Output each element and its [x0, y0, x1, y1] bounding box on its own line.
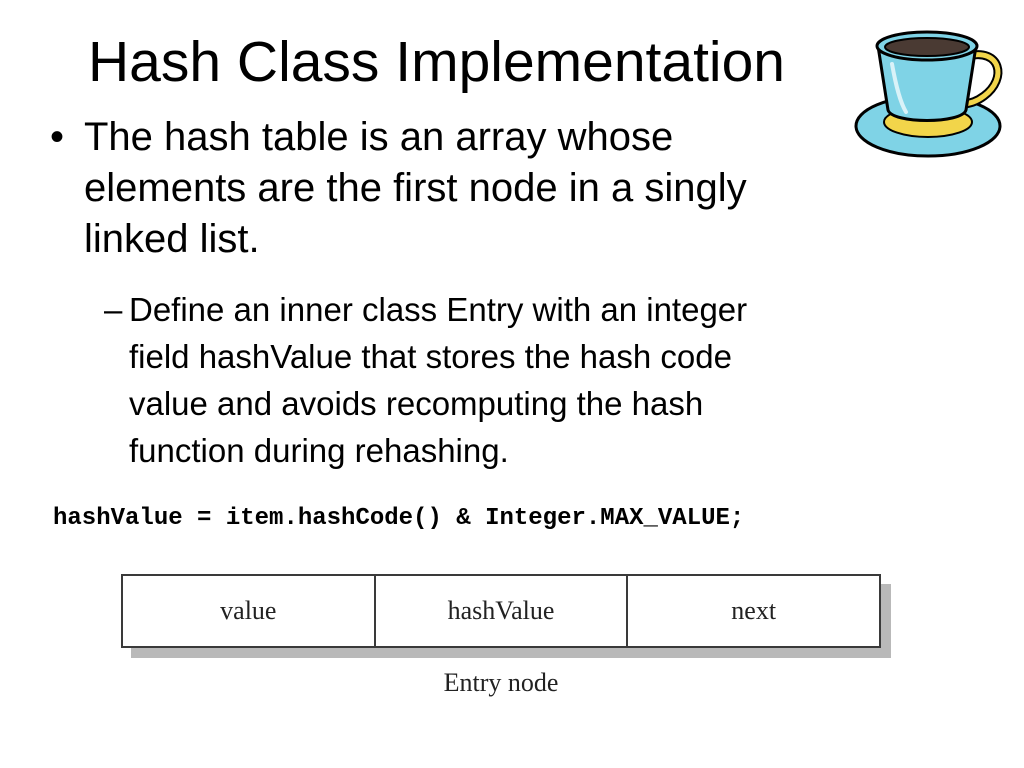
- slide-title: Hash Class Implementation: [88, 30, 785, 94]
- bullet-line: The hash table is an array whose: [84, 115, 674, 159]
- entry-node-box: value hashValue next: [121, 574, 881, 648]
- sub-bullet-line: function during rehashing.: [129, 432, 509, 469]
- entry-field-value: value: [220, 596, 277, 625]
- main-bullet: • The hash table is an array whose eleme…: [50, 112, 870, 265]
- sub-bullet-line: value and avoids recomputing the hash: [129, 385, 704, 422]
- code-line: hashValue = item.hashCode() & Integer.MA…: [53, 505, 745, 532]
- bullet-marker: •: [50, 115, 65, 159]
- sub-bullet: – Define an inner class Entry with an in…: [104, 286, 904, 474]
- entry-node-caption: Entry node: [443, 668, 559, 697]
- sub-bullet-marker: –: [104, 291, 123, 328]
- sub-bullet-line: field hashValue that stores the hash cod…: [129, 338, 732, 375]
- entry-node-diagram: value hashValue next Entry node: [121, 574, 891, 704]
- sub-bullet-line: Define an inner class Entry with an inte…: [129, 291, 748, 328]
- coffee-cup-icon: [854, 30, 1003, 158]
- entry-field-next: next: [626, 576, 879, 646]
- bullet-line: linked list.: [84, 217, 260, 261]
- bullet-line: elements are the first node in a singly: [84, 166, 747, 210]
- entry-field-hashvalue: hashValue: [373, 576, 627, 646]
